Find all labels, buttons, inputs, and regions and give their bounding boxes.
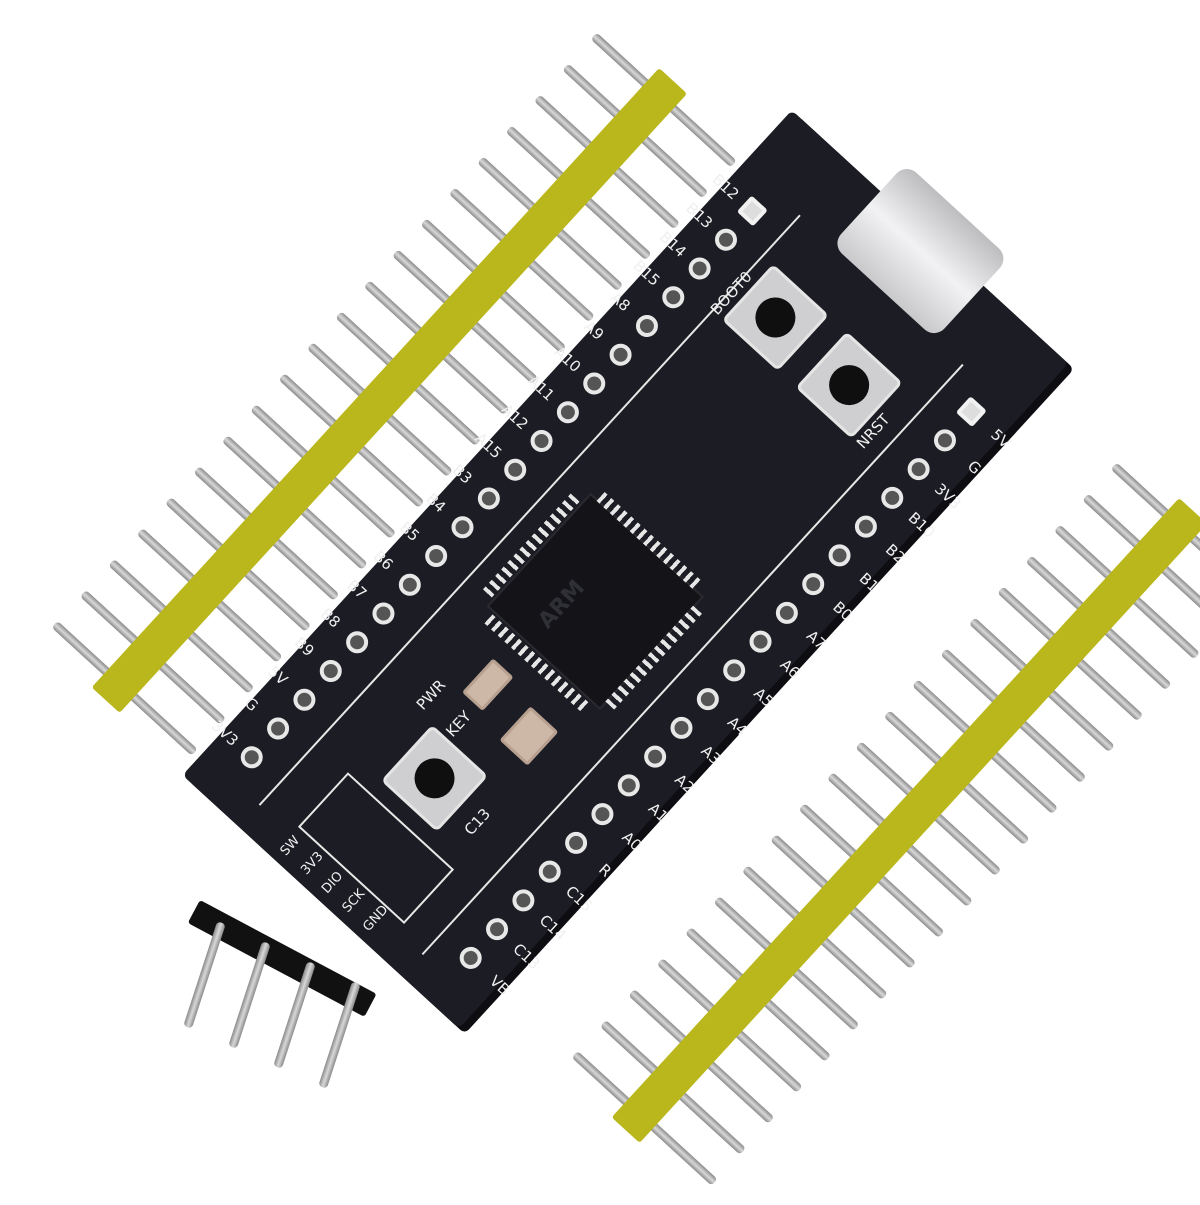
pin-pad (683, 253, 715, 285)
crystal-1 (461, 658, 514, 712)
pin-pad (744, 626, 776, 658)
pwr-led-label: PWR (412, 676, 450, 714)
pin-pad (770, 597, 803, 629)
mcu-chip: ARM (486, 492, 705, 711)
pin-pad (552, 397, 584, 429)
angled-pin-header (140, 880, 400, 1089)
pin-pad (876, 482, 908, 514)
pin-pad (612, 770, 644, 802)
chip-marking: ARM (533, 575, 590, 634)
pin-pad (710, 224, 742, 256)
pin-pad (341, 627, 373, 659)
pin-pad (446, 512, 478, 544)
header-pin (228, 941, 271, 1049)
pin-pad (736, 195, 768, 227)
pin-pad (367, 598, 399, 630)
pin-pad (481, 914, 513, 946)
button-cap-icon (406, 750, 463, 807)
debug-label: SW (277, 833, 303, 860)
pin-pad (472, 483, 505, 515)
button-cap-icon (747, 289, 804, 346)
pin-pad (929, 425, 961, 457)
pin-pad (850, 511, 882, 543)
pin-pad (560, 827, 592, 859)
pin-pad (454, 942, 486, 974)
pin-pad (718, 655, 750, 687)
pin-pad (604, 339, 636, 371)
pin-pad (823, 540, 855, 572)
pin-pad (262, 713, 294, 745)
debug-label: 3V3 (298, 849, 327, 878)
pin-pad (499, 454, 531, 486)
pin-pad (525, 425, 557, 457)
pin-pad (797, 568, 829, 601)
c13-led-label: C13 (460, 804, 494, 839)
pin-pad (955, 396, 987, 428)
pin-pad (586, 798, 618, 831)
pin-pad (507, 885, 539, 917)
crystal-2 (499, 706, 559, 766)
pin-pad (639, 741, 671, 773)
header-pin (183, 921, 226, 1029)
pin-pad (631, 310, 663, 342)
pin-pad (578, 368, 610, 400)
pin-pad (657, 282, 689, 314)
pin-pad (420, 540, 452, 572)
pin-pad (393, 569, 426, 601)
pin-pad (902, 453, 934, 486)
pin-pad (314, 655, 346, 687)
button-cap-icon (820, 356, 878, 414)
pin-pad (691, 683, 724, 716)
key-label: KEY (442, 707, 475, 741)
pin-pad (665, 712, 697, 744)
pin-pad (533, 856, 565, 888)
pin-pad (288, 684, 320, 716)
pin-pad (235, 742, 267, 774)
